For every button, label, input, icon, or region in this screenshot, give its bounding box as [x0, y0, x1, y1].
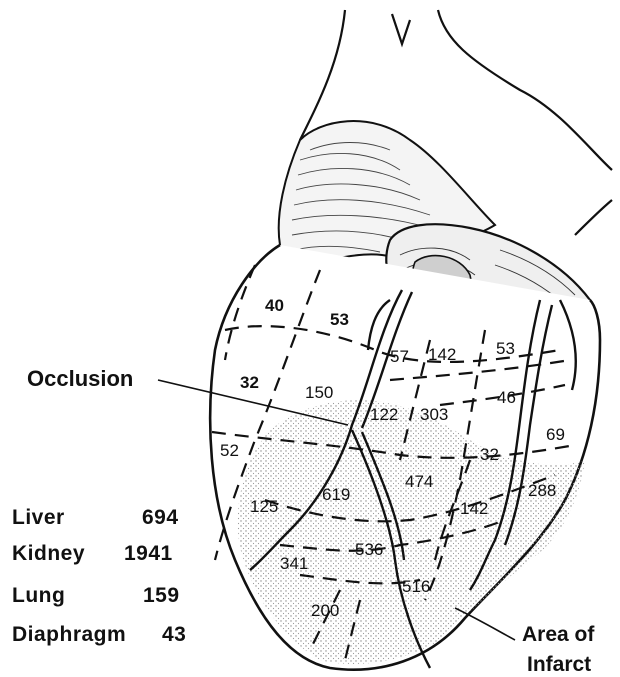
segment-value: 150: [305, 383, 333, 402]
segment-value: 52: [220, 441, 239, 460]
legend-value: 1941: [124, 542, 173, 566]
segment-value: 516: [402, 577, 430, 596]
legend-organ: Liver: [12, 506, 65, 530]
legend-value: 159: [143, 584, 180, 608]
segment-value: 53: [330, 310, 349, 329]
legend-value: 43: [162, 623, 186, 647]
segment-value: 57: [390, 347, 409, 366]
occlusion-label: Occlusion: [27, 366, 133, 391]
legend-organ: Lung: [12, 584, 65, 608]
legend-organ: Kidney: [12, 542, 85, 566]
segment-value: 40: [265, 296, 284, 315]
segment-value: 474: [405, 472, 433, 491]
legend-organ: Diaphragm: [12, 623, 126, 647]
legend-value: 694: [142, 506, 179, 530]
segment-value: 341: [280, 554, 308, 573]
segment-value: 619: [322, 485, 350, 504]
segment-value: 32: [240, 373, 259, 392]
segment-value: 288: [528, 481, 556, 500]
segment-value: 53: [496, 339, 515, 358]
segment-value: 536: [355, 540, 383, 559]
infarct-label: Infarct: [527, 653, 591, 676]
segment-value: 142: [460, 499, 488, 518]
infarct-pointer: [455, 608, 515, 640]
segment-value: 125: [250, 497, 278, 516]
segment-value: 142: [428, 345, 456, 364]
segment-value: 32: [480, 445, 499, 464]
segment-value: 122: [370, 405, 398, 424]
segment-value: 46: [497, 388, 516, 407]
segment-value: 69: [546, 425, 565, 444]
segment-value: 303: [420, 405, 448, 424]
area-of-label: Area of: [522, 623, 595, 646]
segment-value: 200: [311, 601, 339, 620]
